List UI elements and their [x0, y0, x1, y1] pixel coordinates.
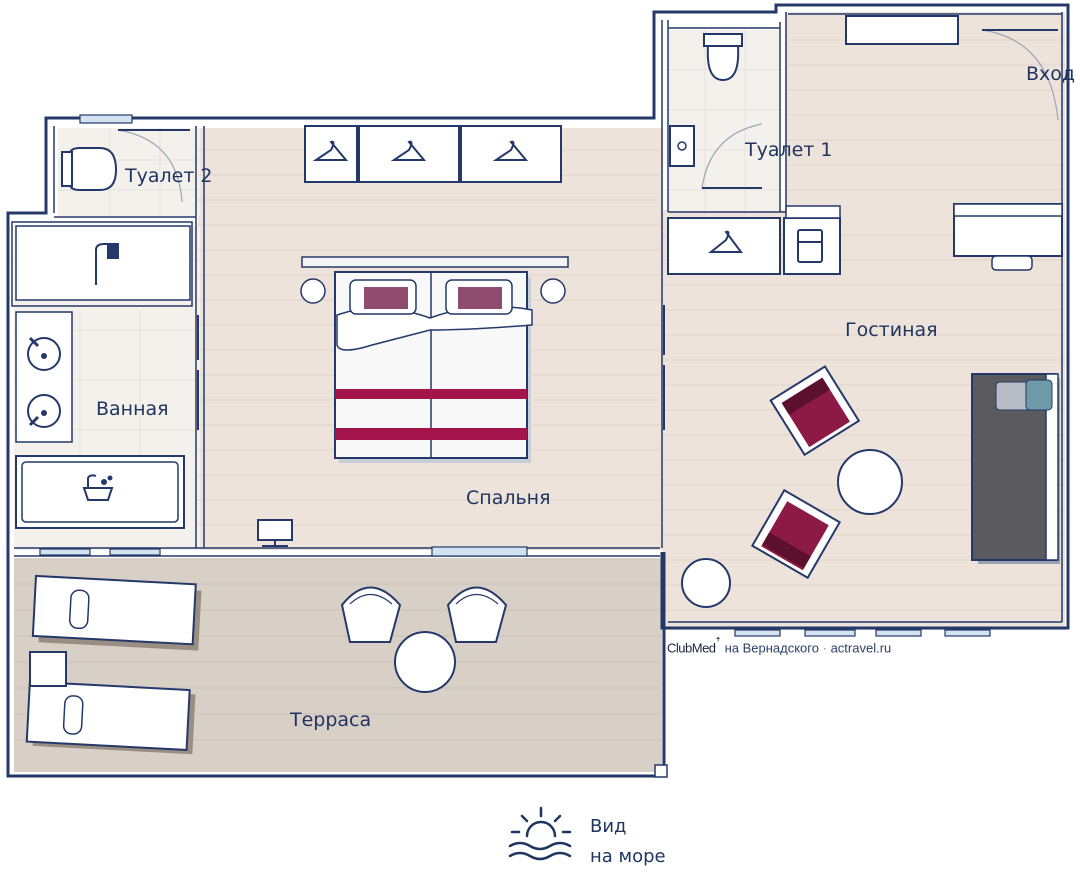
- room-label-terrace: Терраса: [289, 709, 371, 731]
- inner-walls: [11, 12, 1063, 623]
- outer-walls: [6, 3, 1070, 778]
- toilet1-bowl: [703, 33, 743, 82]
- coffee-table: [837, 449, 903, 515]
- toilet2-bowl: [61, 147, 118, 191]
- sofa: [971, 373, 1060, 564]
- sea-view-line1: Вид: [590, 816, 627, 837]
- credit-mark: ꜛ: [715, 638, 721, 650]
- room-label-bathroom: Ванная: [96, 398, 169, 420]
- bedroom-wardrobe: [304, 125, 562, 183]
- entrance-floor: [785, 12, 1065, 212]
- fridge-icon: [797, 229, 823, 263]
- credit-site[interactable]: actravel.ru: [830, 640, 892, 656]
- sun-over-sea-icon: [508, 806, 572, 861]
- sea-view-caption: Вид на море: [590, 812, 666, 872]
- terrace-post: [654, 764, 668, 778]
- room-label-toilet2: Туалет 2: [124, 165, 213, 187]
- windows: [39, 114, 991, 637]
- terrace-table: [394, 631, 456, 693]
- credit-separator: ·: [822, 640, 827, 656]
- armchair: [769, 365, 861, 457]
- shower: [15, 225, 191, 301]
- sun-lounger: [31, 574, 202, 651]
- terrace-side-table: [29, 651, 67, 687]
- bathtub-icon: [82, 474, 114, 501]
- bed: [300, 256, 569, 463]
- credit-location: на Вернадского: [724, 640, 819, 656]
- shower-icon: [95, 243, 119, 285]
- living-wardrobe: [667, 205, 841, 275]
- room-label-bedroom: Спальня: [466, 487, 551, 509]
- vanity: [15, 311, 73, 443]
- credit-brand: ClubMed: [667, 640, 716, 656]
- room-label-entrance: Вход: [1026, 63, 1075, 85]
- bathtub: [15, 455, 185, 529]
- room-label-living: Гостиная: [845, 319, 938, 341]
- hanger-icon: [708, 230, 743, 253]
- monitor-icon: [257, 519, 293, 547]
- entrance-shelf: [845, 15, 959, 45]
- hanger-icon: [312, 140, 529, 161]
- toilet1-sink: [669, 125, 695, 167]
- armchair: [750, 488, 842, 580]
- terrace-chair: [340, 586, 402, 643]
- room-label-toilet1: Туалет 1: [744, 139, 833, 161]
- sun-lounger: [25, 680, 196, 755]
- credit-line: ClubMedꜛ на Вернадского · actravel.ru: [667, 638, 891, 655]
- doors: [117, 29, 1059, 430]
- terrace-chair: [446, 586, 508, 643]
- sea-view-line2: на море: [590, 846, 666, 867]
- side-table: [681, 558, 731, 608]
- living-desk: [953, 203, 1063, 271]
